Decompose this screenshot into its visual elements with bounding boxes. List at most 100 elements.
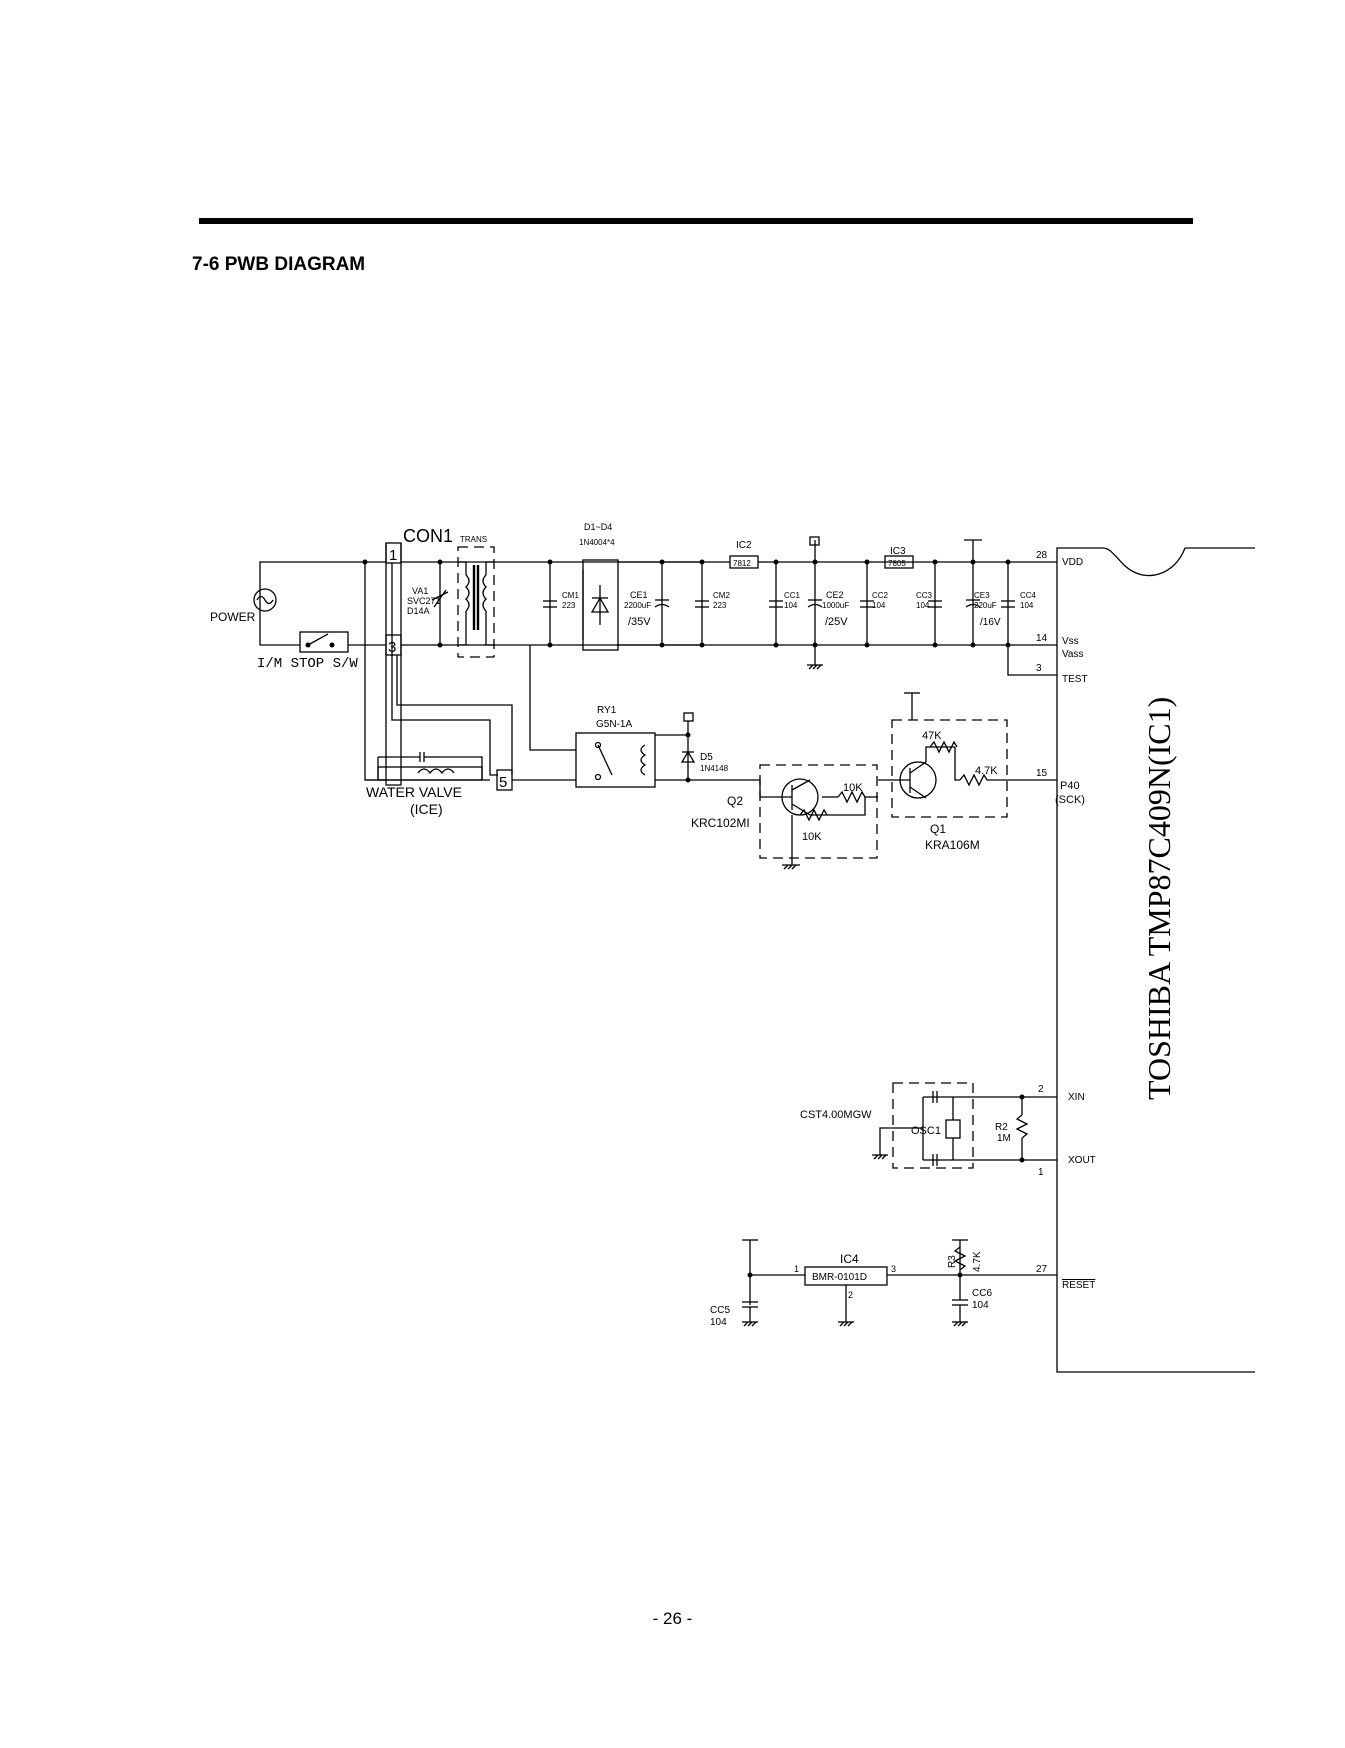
svg-text:CC6: CC6: [972, 1288, 992, 1299]
vss-label: Vss: [1062, 636, 1079, 647]
svg-text:CST4.00MGW: CST4.00MGW: [800, 1109, 872, 1121]
svg-text:1: 1: [794, 1264, 799, 1274]
svg-text:Q1: Q1: [930, 822, 946, 836]
svg-text:CC1: CC1: [784, 591, 801, 600]
svg-text:/25V: /25V: [825, 616, 848, 628]
svg-text:CM1: CM1: [562, 591, 579, 600]
page-number: - 26 -: [652, 1609, 693, 1628]
p40-label: P40: [1060, 780, 1080, 792]
svg-text:KRA106M: KRA106M: [925, 838, 980, 852]
transistor-q2: 10K 10K Q2 KRC102MI: [691, 764, 878, 870]
power-section: POWER I/M STOP S/W: [210, 561, 386, 781]
svg-text:104: 104: [710, 1317, 727, 1328]
svg-text:D5: D5: [700, 752, 713, 763]
svg-text:CE3: CE3: [974, 591, 990, 600]
svg-text:104: 104: [1020, 601, 1034, 610]
con1-pin5: 5: [499, 774, 507, 791]
svg-text:104: 104: [784, 601, 798, 610]
svg-text:D1~D4: D1~D4: [584, 522, 612, 532]
svg-text:SVC271: SVC271: [407, 596, 441, 606]
svg-text:3: 3: [891, 1264, 896, 1274]
cc2-capacitor: CC2 104: [860, 562, 889, 645]
ac-source-symbol: [253, 588, 277, 612]
pin3-label: 3: [1036, 663, 1042, 674]
svg-text:47K: 47K: [922, 730, 942, 742]
svg-text:OSC1: OSC1: [911, 1125, 941, 1137]
pin28-label: 28: [1036, 550, 1048, 561]
svg-text:10K: 10K: [802, 831, 822, 843]
stop-switch-label: I/M STOP S/W: [257, 656, 358, 672]
svg-text:2200uF: 2200uF: [624, 601, 651, 610]
svg-text:R2: R2: [995, 1122, 1008, 1133]
svg-text:CC5: CC5: [710, 1305, 730, 1316]
reset-circuit: CC5 104 BMR-0101D IC4 1 2 3 R3 4.7K CC6 …: [710, 1239, 1095, 1328]
svg-text:220uF: 220uF: [974, 601, 997, 610]
pin27-label: 27: [1036, 1264, 1048, 1275]
svg-text:CE2: CE2: [826, 590, 844, 600]
svg-text:1000uF: 1000uF: [822, 601, 849, 610]
pin1-label: 1: [1038, 1167, 1044, 1178]
svg-text:1M: 1M: [997, 1133, 1011, 1144]
cc1-capacitor: CC1 104: [769, 562, 801, 645]
svg-text:2: 2: [848, 1290, 853, 1300]
water-valve: WATER VALVE (ICE): [365, 752, 490, 817]
con1-pin1: 1: [389, 547, 397, 564]
section-title: 7-6 PWB DIAGRAM: [192, 254, 366, 275]
ce3-capacitor: CE3 220uF /16V: [964, 539, 1001, 645]
svg-text:(ICE): (ICE): [410, 801, 443, 817]
cc4-capacitor: CC4 104: [1001, 562, 1037, 645]
svg-text:223: 223: [713, 601, 727, 610]
svg-text:CM2: CM2: [713, 591, 730, 600]
svg-text:104: 104: [916, 601, 930, 610]
vass-label: Vass: [1062, 649, 1084, 660]
svg-text:G5N-1A: G5N-1A: [596, 719, 632, 730]
rail-junctions: [362, 559, 1011, 648]
transistor-q1: 47K 4.7K Q1 KRA106M 15 P40 (SCK): [878, 692, 1085, 852]
ic1-outline: TOSHIBA TMP87C409N(IC1): [1056, 547, 1255, 1373]
pin2-label: 2: [1038, 1084, 1044, 1095]
ic3-regulator: IC3 7805: [884, 546, 914, 569]
svg-text:TRANS: TRANS: [460, 535, 487, 544]
ce2-capacitor: CE2 1000uF /25V: [807, 536, 849, 670]
svg-text:7812: 7812: [733, 559, 751, 568]
svg-text:/35V: /35V: [628, 616, 651, 628]
con1-label: CON1: [403, 526, 453, 546]
stop-switch-symbol: [299, 631, 349, 653]
svg-text:WATER VALVE: WATER VALVE: [366, 784, 462, 800]
svg-text:4.7K: 4.7K: [972, 1251, 983, 1272]
svg-text:1N4148: 1N4148: [700, 764, 729, 773]
svg-text:RY1: RY1: [597, 705, 617, 716]
svg-text:CC2: CC2: [872, 591, 889, 600]
relay-ry1: RY1 G5N-1A: [512, 645, 760, 788]
svg-text:CC3: CC3: [916, 591, 933, 600]
sck-label: (SCK): [1055, 794, 1085, 806]
svg-text:CE1: CE1: [630, 590, 648, 600]
ic2-regulator: IC2 7812: [729, 540, 768, 569]
oscillator-osc1: CST4.00MGW OSC1 R2 1M 2 XIN XOUT 1: [800, 1082, 1096, 1178]
con1-connector: CON1 1 3 5: [385, 526, 700, 791]
va1-varistor: VA1 SVC271 D14A: [407, 562, 449, 645]
svg-text:10K: 10K: [843, 782, 863, 794]
svg-text:KRC102MI: KRC102MI: [691, 816, 750, 830]
pin15-label: 15: [1036, 768, 1048, 779]
svg-text:IC4: IC4: [840, 1252, 859, 1266]
xin-label: XIN: [1068, 1092, 1085, 1103]
svg-text:4.7K: 4.7K: [975, 765, 998, 777]
svg-text:104: 104: [972, 1300, 989, 1311]
svg-text:104: 104: [872, 601, 886, 610]
ce1-capacitor: CE1 2200uF /35V: [624, 562, 670, 645]
svg-text:Q2: Q2: [727, 794, 743, 808]
bridge-rectifier: D1~D4 1N4004*4 CM1 223: [543, 522, 619, 651]
ic1-name: TOSHIBA TMP87C409N(IC1): [1141, 697, 1177, 1100]
transformer: TRANS: [457, 535, 495, 658]
cm2-capacitor: CM2 223: [695, 562, 730, 645]
svg-text:1N4004*4: 1N4004*4: [579, 538, 615, 547]
vdd-label: VDD: [1062, 557, 1083, 568]
svg-text:/16V: /16V: [980, 617, 1001, 628]
svg-text:223: 223: [562, 601, 576, 610]
svg-text:CC4: CC4: [1020, 591, 1037, 600]
diode-d5: D5 1N4148: [680, 712, 729, 783]
svg-text:IC3: IC3: [890, 546, 906, 557]
svg-text:VA1: VA1: [412, 586, 428, 596]
